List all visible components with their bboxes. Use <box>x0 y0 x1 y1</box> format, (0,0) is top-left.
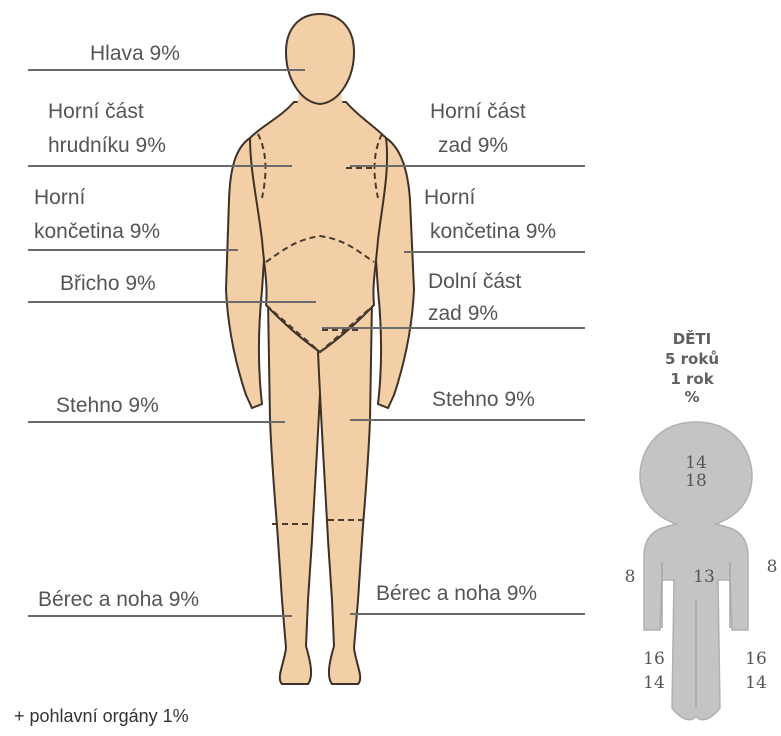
label-head: Hlava 9% <box>90 42 180 65</box>
child-leg-right-1y: 14 <box>745 673 767 693</box>
child-head-1y: 18 <box>685 471 707 491</box>
child-title: DĚTI <box>673 329 712 348</box>
head-shape <box>286 14 354 104</box>
footnote-genitals: + pohlavní orgány 1% <box>14 706 189 726</box>
child-age-1: 1 rok <box>670 370 714 388</box>
label-upper-limb-left-line2: končetina 9% <box>34 220 160 243</box>
label-upper-limb-left-line1: Horní <box>34 186 86 209</box>
label-thigh-left: Stehno 9% <box>56 394 159 417</box>
label-upper-limb-right-line2: končetina 9% <box>430 220 556 243</box>
label-lower-back-line2: zad 9% <box>428 302 498 325</box>
right-leg-shape <box>318 300 372 684</box>
child-percent-unit: % <box>684 388 699 406</box>
label-thigh-right: Stehno 9% <box>432 388 535 411</box>
child-leg-left-5y: 16 <box>643 649 665 669</box>
child-age-5: 5 roků <box>665 350 719 368</box>
child-leg-left-1y: 14 <box>643 673 665 693</box>
label-upper-back-line1: Horní část <box>430 100 526 123</box>
child-arm-left: 8 <box>625 567 636 587</box>
label-upper-chest-line2: hrudníku 9% <box>48 134 166 157</box>
child-trunk: 13 <box>693 567 715 587</box>
label-leg-right: Bérec a noha 9% <box>376 582 537 605</box>
label-abdomen: Břicho 9% <box>60 272 156 295</box>
label-upper-back-line2: zad 9% <box>438 134 508 157</box>
label-upper-limb-right-line1: Horní <box>424 186 476 209</box>
child-arm-right: 8 <box>767 557 778 577</box>
child-leg-right-5y: 16 <box>745 649 767 669</box>
label-upper-chest-line1: Horní část <box>48 100 144 123</box>
child-head-5y: 14 <box>685 453 707 473</box>
left-leg-shape <box>268 300 322 684</box>
label-lower-back-line1: Dolní část <box>428 270 522 293</box>
label-leg-left: Bérec a noha 9% <box>38 588 199 611</box>
child-figure: DĚTI 5 roků 1 rok % 14 18 8 8 13 16 14 1… <box>625 329 778 720</box>
